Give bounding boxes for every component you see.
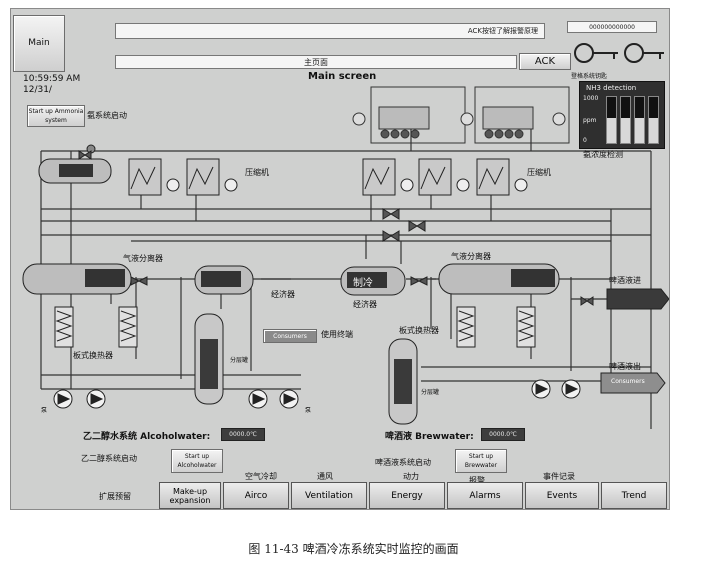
beer-consumers-label: Consumers bbox=[611, 378, 645, 385]
nav-ventilation-button[interactable]: Ventilation bbox=[291, 482, 367, 509]
brew-start-label: 啤酒液系统启动 bbox=[375, 458, 431, 467]
alarm-message-bar: ACK按钮了解报警原理 bbox=[115, 23, 545, 39]
brewwater-label: 啤酒液 Brewwater: bbox=[385, 432, 474, 442]
pump-4 bbox=[279, 389, 299, 409]
nav-make-up-expansion-button[interactable]: Make-up expansion bbox=[159, 482, 221, 509]
key-label: 登格系统钥匙 bbox=[571, 73, 608, 80]
beer-out-label: 啤酒液出 bbox=[609, 362, 641, 371]
clock-time: 10:59:59 AM bbox=[23, 74, 81, 84]
pump-1 bbox=[53, 389, 73, 409]
expansion-label: 扩展预留 bbox=[99, 492, 131, 501]
energy-label: 动力 bbox=[403, 472, 419, 481]
consumers-button[interactable]: Consumers bbox=[263, 329, 317, 343]
compressor-2 bbox=[186, 158, 238, 196]
gas-liquid-left-label: 气液分离器 bbox=[123, 254, 163, 263]
alcoholwater-value: 0000.0℃ bbox=[221, 428, 265, 441]
pump-left-label: 泵 bbox=[41, 407, 48, 414]
watermark-label: 制冷 bbox=[353, 278, 373, 289]
ack-button[interactable]: ACK bbox=[519, 53, 571, 70]
compressor-right-label: 压缩机 bbox=[527, 168, 551, 177]
separator-left-large bbox=[22, 263, 132, 295]
separator-left-label: 分层罐 bbox=[230, 357, 249, 364]
pump-5 bbox=[531, 379, 551, 399]
counter-display: 000000000000 bbox=[567, 21, 657, 33]
pump-6 bbox=[561, 379, 581, 399]
ack-hint: ACK按钮了解报警原理 bbox=[467, 27, 538, 35]
start-brewwater-button[interactable]: Start up Brewwater bbox=[455, 449, 507, 473]
hmi-screen: Main ACK按钮了解报警原理 主页面 ACK 000000000000 登格… bbox=[10, 8, 670, 510]
plate-hx-left bbox=[54, 306, 138, 348]
process-diagram bbox=[22, 86, 669, 429]
ammonia-start-label: 氨系统启动 bbox=[87, 111, 127, 120]
plate-hx-right-label: 板式换热器 bbox=[399, 326, 439, 335]
nh3-title: NH3 detection bbox=[586, 84, 637, 92]
main-page-label: 主页面 bbox=[304, 57, 328, 67]
compressor-4 bbox=[418, 158, 470, 196]
pump-3 bbox=[248, 389, 268, 409]
condenser-right bbox=[460, 86, 570, 144]
separator-right-label: 分层罐 bbox=[421, 389, 440, 396]
economizer-left bbox=[194, 265, 254, 295]
nav-trend-button[interactable]: Trend bbox=[601, 482, 667, 509]
nh3-level-bar bbox=[634, 96, 645, 144]
compressor-5 bbox=[476, 158, 528, 196]
nh3-zero: 0 bbox=[583, 137, 587, 144]
tank-left bbox=[194, 313, 224, 405]
main-screen-title: Main screen bbox=[308, 71, 377, 82]
use-terminal-label: 使用终端 bbox=[321, 330, 353, 339]
beer-in-arrow bbox=[606, 288, 669, 310]
page-title-bar: 主页面 bbox=[115, 55, 517, 69]
nh3-level-bar bbox=[648, 96, 659, 144]
start-ammonia-button[interactable]: Start up Ammonia system bbox=[27, 105, 85, 127]
pump-2 bbox=[86, 389, 106, 409]
economizer-left-label: 经济器 bbox=[271, 290, 295, 299]
beer-in-label: 啤酒液进 bbox=[609, 276, 641, 285]
alarms-label: 报警 bbox=[469, 476, 485, 485]
beer-out-arrow bbox=[600, 372, 666, 394]
events-label: 事件记录 bbox=[543, 472, 575, 481]
receiver-top-left bbox=[38, 144, 112, 184]
nh3-unit: ppm bbox=[583, 117, 597, 124]
valve-cluster bbox=[78, 150, 594, 306]
nh3-detection-panel: NH3 detection 1000 ppm 0 bbox=[579, 81, 665, 149]
start-alcoholwater-button[interactable]: Start up Alcoholwater bbox=[171, 449, 223, 473]
economizer-mid-label: 经济器 bbox=[353, 300, 377, 309]
nh3-level-fill bbox=[649, 118, 658, 143]
nh3-level-bar bbox=[606, 96, 617, 144]
compressor-left-label: 压缩机 bbox=[245, 168, 269, 177]
nav-energy-button[interactable]: Energy bbox=[369, 482, 445, 509]
clock-date: 12/31/ bbox=[23, 85, 52, 95]
nh3-level-bar bbox=[620, 96, 631, 144]
tank-right bbox=[388, 338, 418, 425]
compressor-1 bbox=[128, 158, 180, 196]
key-icon bbox=[574, 43, 664, 63]
main-button[interactable]: Main bbox=[13, 15, 65, 72]
nav-airco-button[interactable]: Airco bbox=[223, 482, 289, 509]
nav-events-button[interactable]: Events bbox=[525, 482, 599, 509]
nh3-level-fill bbox=[635, 118, 644, 143]
alcohol-start-label: 乙二醇系统启动 bbox=[81, 454, 137, 463]
gas-liquid-right-label: 气液分离器 bbox=[451, 252, 491, 261]
economizer-mid bbox=[340, 266, 406, 296]
nav-alarms-button[interactable]: Alarms bbox=[447, 482, 523, 509]
nh3-level-fill bbox=[621, 118, 630, 143]
figure-caption: 图 11-43 啤酒冷冻系统实时监控的画面 bbox=[248, 542, 459, 556]
alcoholwater-label: 乙二醇水系统 Alcoholwater: bbox=[83, 432, 211, 442]
separator-right-large bbox=[438, 263, 560, 295]
plate-hx-left-label: 板式换热器 bbox=[73, 351, 113, 360]
nh3-max: 1000 bbox=[583, 95, 599, 102]
brewwater-value: 0000.0℃ bbox=[481, 428, 525, 441]
plate-hx-right bbox=[456, 306, 536, 348]
nh3-caption: 氨浓度检测 bbox=[583, 150, 623, 159]
ventilation-label: 通风 bbox=[317, 472, 333, 481]
condenser-left bbox=[352, 86, 466, 144]
compressor-3 bbox=[362, 158, 414, 196]
aircon-label: 空气冷却 bbox=[245, 472, 277, 481]
pump-right-label: 泵 bbox=[305, 407, 312, 414]
nh3-level-fill bbox=[607, 118, 616, 143]
